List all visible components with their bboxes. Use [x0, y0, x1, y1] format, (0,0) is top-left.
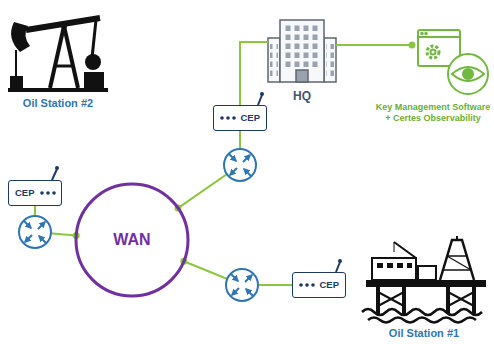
pump-jack-icon [8, 18, 108, 92]
wan-cloud: WAN [74, 182, 190, 298]
cep-device: CEP [8, 180, 62, 206]
link-dot [409, 42, 416, 49]
kms-label: Key Management Software + Certes Observa… [374, 102, 492, 125]
kms-icon [418, 30, 488, 94]
site-label: Oil Station #2 [23, 97, 93, 110]
connector-group [35, 42, 416, 286]
network-link [240, 42, 268, 105]
site-label: HQ [293, 90, 311, 104]
network-link [336, 44, 412, 46]
network-label: WAN [113, 231, 150, 249]
cep-device: CEP [292, 272, 346, 298]
device-label: CEP [319, 280, 339, 290]
cep-details [40, 92, 342, 287]
wan-outline [76, 184, 188, 296]
hq-node: HQ [268, 16, 336, 106]
router-icon [226, 269, 258, 301]
kms-node: Key Management Software + Certes Observa… [412, 20, 490, 100]
site-node: Oil Station #2 [4, 4, 112, 112]
cep-device: CEP [213, 105, 267, 131]
site-node: Oil Station #1 [358, 234, 490, 342]
site-label: Oil Station #1 [389, 327, 459, 340]
device-label: CEP [15, 188, 35, 198]
offshore-rig-icon [362, 236, 486, 323]
hq-building-icon [268, 20, 336, 82]
router-icon [224, 149, 256, 181]
device-label: CEP [240, 113, 260, 123]
router-icon [19, 216, 51, 248]
